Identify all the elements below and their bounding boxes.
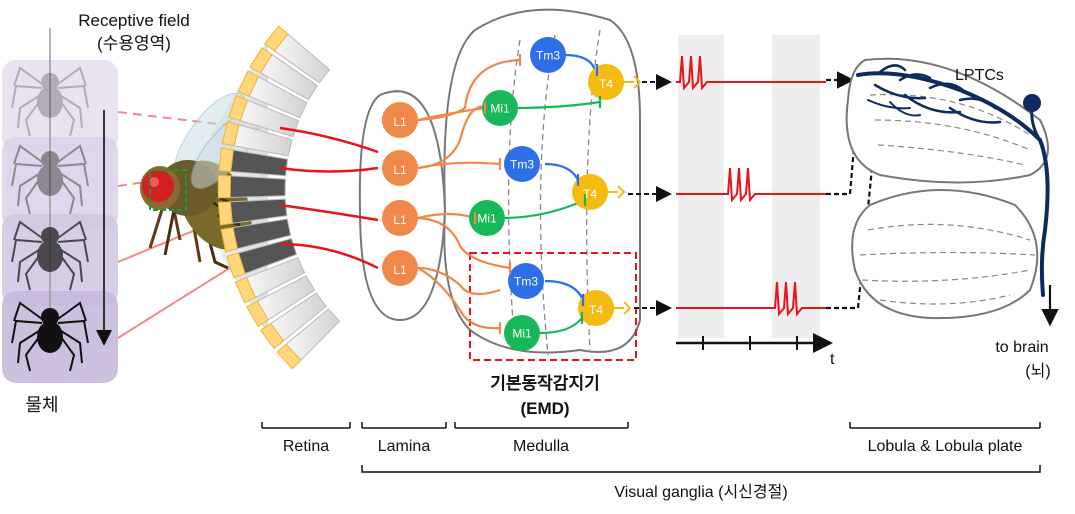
l1-cell: L1 [382, 150, 418, 186]
l1-cell-label: L1 [393, 263, 407, 277]
spider-icon-faint [11, 66, 89, 137]
ommatidium [226, 237, 298, 279]
l1-cell: L1 [382, 200, 418, 236]
lamina-medulla-connections [417, 58, 521, 330]
object-label: 물체 [25, 395, 58, 415]
lobula-plate-outline [845, 57, 1049, 184]
mi1-cell: Mi1 [469, 200, 505, 236]
to-brain-label: to brain [995, 339, 1048, 356]
t4-outputs [605, 75, 642, 315]
spike-trace [676, 281, 826, 317]
ommatidium [276, 308, 341, 370]
ommatidium [217, 174, 286, 199]
receptive-field-band-1 [2, 60, 118, 152]
spike-traces [676, 55, 826, 317]
receptive-field-subtitle: (수용영역) [97, 34, 171, 53]
ommatidium [246, 275, 316, 328]
ommatidium [249, 46, 318, 101]
fly-eye-zoom-box [149, 169, 187, 211]
ommatidium [218, 147, 289, 177]
ommatidium [234, 256, 306, 304]
lobula-label: Lobula & Lobula plate [868, 438, 1023, 455]
ommatidium [263, 25, 331, 84]
retina-label: Retina [283, 438, 329, 455]
tm3-cell-label: Tm3 [536, 49, 560, 63]
mi1-cell: Mi1 [482, 90, 518, 126]
t4-cell-label: T4 [599, 77, 613, 91]
synapse-terminals [473, 54, 602, 334]
spike-trace [676, 167, 826, 203]
ommatidium [220, 218, 292, 253]
l1-cell: L1 [382, 250, 418, 286]
l1-cell: L1 [382, 102, 418, 138]
t4-cell-label: T4 [589, 303, 603, 317]
t4-to-trace-arrows [628, 74, 672, 316]
lamina-label: Lamina [378, 438, 431, 455]
spider-icon-light [11, 144, 89, 215]
l1-cell-label: L1 [393, 115, 407, 129]
ommatidium [237, 70, 308, 119]
spike-trace [676, 55, 826, 91]
tm3-cell-label: Tm3 [514, 275, 538, 289]
spider-icon-dark [11, 301, 89, 372]
receptive-field-band-2 [2, 137, 118, 229]
medulla-label: Medulla [513, 438, 569, 455]
lptc-label: LPTCs [955, 67, 1004, 84]
tm3-cell-label: Tm3 [510, 158, 534, 172]
ommatidium [259, 292, 327, 350]
to-brain-subtitle: (뇌) [1025, 362, 1050, 380]
emd-subtitle: (EMD) [520, 399, 569, 418]
spider-icon-medium [11, 220, 89, 291]
t4-cell-label: T4 [583, 187, 597, 201]
l1-cell-label: L1 [393, 163, 407, 177]
ommatidium [221, 120, 293, 157]
t4-cell: T4 [572, 174, 608, 210]
trace-to-lobula-arrows [826, 71, 886, 310]
mi1-cell-label: Mi1 [512, 327, 532, 341]
t4-cell: T4 [588, 64, 624, 100]
visual-ganglia-label: Visual ganglia (시신경절) [614, 483, 787, 501]
mi1-cell: Mi1 [504, 315, 540, 351]
t4-cell: T4 [578, 290, 614, 326]
ommatidium [217, 198, 288, 226]
lptc-neuron [856, 64, 1050, 297]
mi1-cell-label: Mi1 [477, 212, 497, 226]
lobula-outline [851, 189, 1039, 320]
mi1-cell-label: Mi1 [490, 102, 510, 116]
tm3-cell: Tm3 [504, 146, 540, 182]
tm3-cell: Tm3 [530, 37, 566, 73]
l1-cell-label: L1 [393, 213, 407, 227]
tm3-cell: Tm3 [508, 263, 544, 299]
receptive-field-title: Receptive field [78, 11, 190, 30]
lptc-soma [1023, 94, 1041, 112]
time-axis: t [676, 333, 835, 368]
emd-title: 기본동작감지기 [490, 374, 599, 393]
receptive-field-panel: Receptive field (수용영역) 물체 [2, 11, 190, 415]
time-axis-label: t [830, 351, 835, 368]
emd-highlight-box [469, 252, 637, 361]
lobula-complex: LPTCs to brain (뇌) [845, 57, 1059, 380]
photoreceptor-axons [279, 126, 379, 270]
retina-ommatidia [217, 25, 341, 370]
region-brackets [261, 422, 1041, 473]
